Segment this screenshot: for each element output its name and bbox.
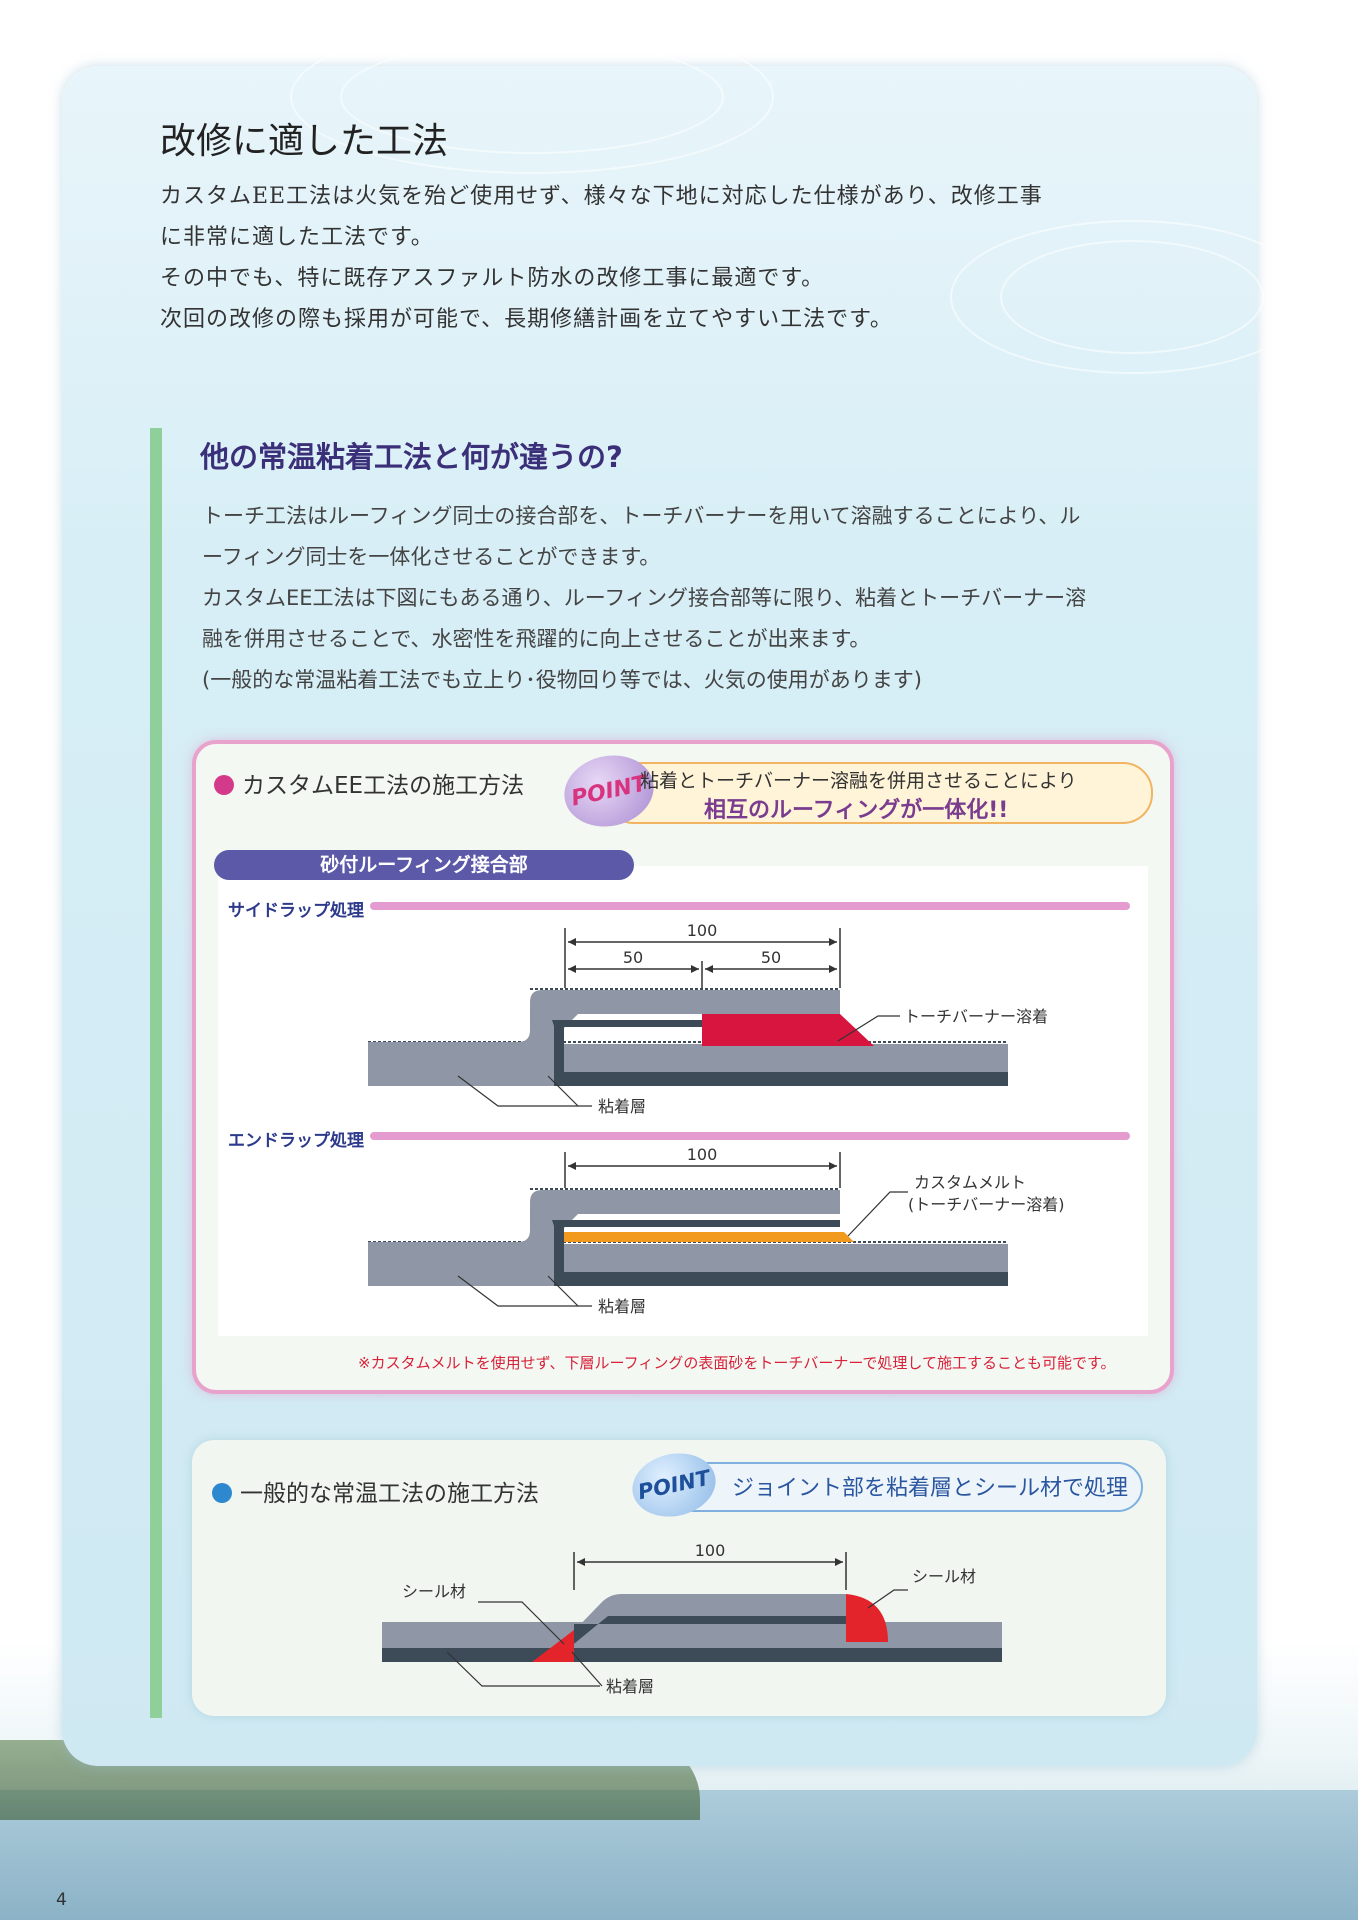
intro-line: その中でも、特に既存アスファルト防水の改修工事に最適です。 [160,266,825,291]
page-title: 改修に適した工法 [160,121,449,162]
page-number: 4 [56,1890,67,1910]
dim-50-text: 50 [761,948,781,967]
adhesive-layer [552,1220,840,1286]
point-pill [647,1462,1143,1512]
adhesive-label: 粘着層 [598,1097,646,1116]
section-line: (一般的な常温粘着工法でも立上り･役物回り等では、火気の使用があります) [202,668,922,692]
intro-text: カスタムEE工法は火気を殆ど使用せず、様々な下地に対応した仕様があり、改修工事 … [160,176,1200,340]
intro-line: カスタムEE工法は火気を殆ど使用せず、様々な下地に対応した仕様があり、改修工事 [160,184,1043,209]
water-ripple [290,20,774,174]
seal-material-right [846,1594,888,1642]
general-joint-diagram: 100 シール材 シール材 粘着層 [382,1541,1002,1696]
point-text: ジョイント部を粘着層とシール材で処理 [732,1476,1129,1501]
point-pill [604,762,1153,824]
intro-line: に非常に適した工法です。 [160,225,434,250]
custom-ee-heading-text: カスタムEE工法の施工方法 [242,773,525,799]
section-line: トーチ工法はルーフィング同士の接合部を、トーチバーナーを用いて溶融することにより… [202,504,1081,528]
diagram-area: サイドラップ処理 100 50 50 [218,866,1148,1336]
footnote: ※カスタムメルトを使用せず、下層ルーフィングの表面砂をトーチバーナーで処理して施… [358,1354,1116,1372]
custom-melt-layer [564,1232,854,1242]
seal-label-right: シール材 [912,1567,976,1586]
end-lap-diagram: 100 カスタムメルト (トーチバーナー溶着) 粘着層 [368,1145,1065,1316]
general-heading: 一般的な常温工法の施工方法 [212,1474,539,1508]
dim-100-text: 100 [687,1145,718,1164]
section-accent-bar [150,428,162,1718]
melt-label-sub: (トーチバーナー溶着) [908,1195,1065,1214]
section-line: 融を併用させることで、水密性を飛躍的に向上させることが出来ます。 [202,627,871,651]
dim-100-text: 100 [687,921,718,940]
melt-label: カスタムメルト [914,1173,1026,1192]
pink-bullet-icon [214,775,234,795]
section-line: ーフィング同士を一体化させることができます。 [202,545,661,569]
seal-label-left: シール材 [402,1582,466,1601]
upper-sheet [368,1190,840,1286]
dim-50-text: 50 [623,948,643,967]
torch-weld-zone [702,1014,874,1046]
point-text-line2: 相互のルーフィングが一体化!! [704,798,1009,823]
section-body: トーチ工法はルーフィング同士の接合部を、トーチバーナーを用いて溶融することにより… [202,496,1192,701]
point-text-line1: 粘着とトーチバーナー溶融を併用させることにより [640,770,1077,792]
general-method-box: 一般的な常温工法の施工方法 POINT ジョイント部を粘着層とシール材で処理 1… [192,1440,1166,1716]
section-line: カスタムEE工法は下図にもある通り、ルーフィング接合部等に限り、粘着とトーチバー… [202,586,1087,610]
custom-ee-box: カスタムEE工法の施工方法 POINT 粘着とトーチバーナー溶融を併用させること… [192,740,1174,1394]
adhesive-layer [558,1616,846,1662]
side-lap-divider [370,902,1130,910]
upper-sheet [544,1594,846,1662]
torch-label: トーチバーナー溶着 [904,1007,1048,1026]
end-lap-divider [370,1132,1130,1140]
section-title: 他の常温粘着工法と何が違うの? [200,440,623,474]
subheading-pill: 砂付ルーフィング接合部 [214,850,634,880]
side-lap-label: サイドラップ処理 [228,901,364,921]
point-callout: POINT 粘着とトーチバーナー溶融を併用させることにより 相互のルーフィングが… [557,747,1154,835]
general-heading-text: 一般的な常温工法の施工方法 [240,1481,539,1507]
dim-100-text: 100 [695,1541,726,1560]
custom-ee-heading: カスタムEE工法の施工方法 [214,766,524,800]
blue-bullet-icon [212,1483,232,1503]
intro-line: 次回の改修の際も採用が可能で、長期修繕計画を立てやすい工法です。 [160,307,893,332]
adhesive-label: 粘着層 [606,1677,654,1696]
adhesive-label: 粘着層 [598,1297,646,1316]
end-lap-label: エンドラップ処理 [228,1131,364,1151]
side-lap-diagram: 100 50 50 トーチバーナー溶着 粘着層 [368,921,1048,1116]
water-ripple [950,220,1314,374]
seal-material-left [532,1630,574,1662]
